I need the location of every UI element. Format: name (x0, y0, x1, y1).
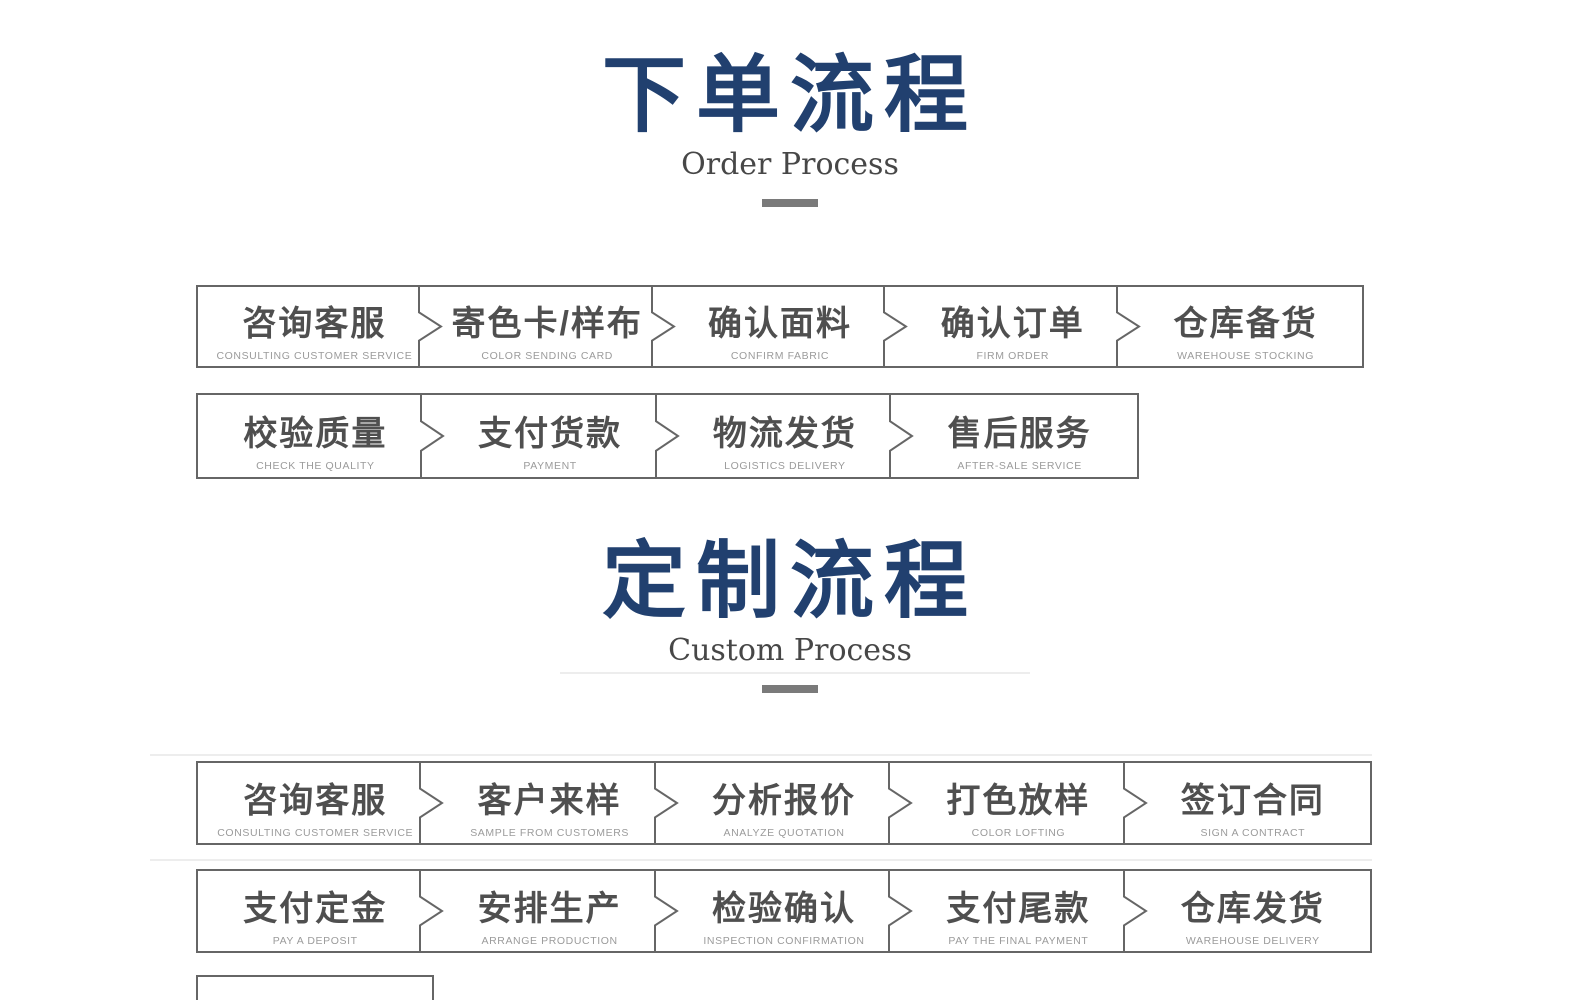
step-label-zh: 安排生产 (477, 889, 622, 928)
process-step: 物流发货 LOGISTICS DELIVERY (668, 395, 903, 477)
step-label-zh: 支付货款 (478, 414, 623, 453)
faint-artifact-line (150, 754, 1372, 756)
step-label-zh: 物流发货 (712, 414, 857, 453)
step-label-en: FIRM ORDER (976, 350, 1050, 362)
step-label-en: INSPECTION CONFIRMATION (703, 934, 865, 947)
step-label-en: CONSULTING CUSTOMER SERVICE (217, 826, 414, 839)
process-step: 安排生产 ARRANGE PRODUCTION (432, 871, 666, 951)
step-label-en: CHECK THE QUALITY (256, 459, 375, 472)
step-label-zh: 检验确认 (712, 889, 857, 928)
custom-section-header: 定制流程 Custom Process (0, 528, 1580, 693)
step-label-en: AFTER-SALE SERVICE (957, 459, 1082, 472)
step-label-en: SAMPLE FROM CUSTOMERS (470, 826, 630, 839)
step-label-zh: 寄色卡/样布 (451, 305, 643, 343)
process-step: 确认订单 FIRM ORDER (896, 287, 1129, 366)
step-label-zh: 仓库备货 (1173, 305, 1318, 343)
step-label-zh: 仓库发货 (1180, 889, 1325, 928)
step-label-zh: 咨询客服 (242, 305, 387, 343)
step-label-zh: 签订合同 (1180, 781, 1325, 820)
title-divider-bar (762, 199, 818, 207)
step-label-zh: 分析报价 (712, 781, 857, 820)
process-step: 售后服务 AFTER-SALE SERVICE (902, 395, 1137, 477)
step-label-en: COLOR SENDING CARD (481, 350, 613, 362)
step-label-en: PAY THE FINAL PAYMENT (948, 934, 1089, 947)
process-step: 支付定金 PAY A DEPOSIT (198, 871, 432, 951)
process-step: 客户来样 SAMPLE FROM CUSTOMERS (432, 763, 666, 843)
step-label-en: WAREHOUSE STOCKING (1177, 350, 1314, 362)
process-step: 检验确认 INSPECTION CONFIRMATION (667, 871, 901, 951)
process-step: 打色放样 COLOR LOFTING (901, 763, 1135, 843)
custom-section-title: 定制流程 (601, 531, 978, 630)
step-label-zh: 校验质量 (243, 414, 388, 453)
step-label-en: CONFIRM FABRIC (730, 350, 830, 362)
step-label-en: LOGISTICS DELIVERY (724, 459, 846, 472)
custom-section-subtitle: Custom Process (668, 633, 912, 668)
step-label-en: SIGN A CONTRACT (1200, 826, 1306, 839)
process-step: 校验质量 CHECK THE QUALITY (198, 395, 433, 477)
process-step: 签订合同 SIGN A CONTRACT (1136, 763, 1370, 843)
process-step: 仓库备货 WAREHOUSE STOCKING (1129, 287, 1362, 366)
faint-artifact-line (560, 672, 1030, 674)
order-section-subtitle: Order Process (681, 147, 899, 182)
step-label-en: PAY A DEPOSIT (272, 934, 358, 947)
order-section-title: 下单流程 (601, 45, 978, 144)
step-label-zh: 支付尾款 (946, 889, 1091, 928)
step-label-zh: 咨询客服 (243, 781, 388, 820)
step-label-zh: 确认订单 (940, 305, 1085, 343)
order-flow-row-1: 咨询客服 CONSULTING CUSTOMER SERVICE 寄色卡/样布 COL… (196, 285, 1364, 368)
process-step: 寄色卡/样布 COLOR SENDING CARD (431, 287, 664, 366)
order-section-header: 下单流程 Order Process (0, 42, 1580, 207)
custom-flow-row-2: 支付定金 PAY A DEPOSIT 安排生产 ARRANGE PRODUCTION 检… (196, 869, 1372, 953)
step-label-zh: 客户来样 (477, 781, 622, 820)
process-step: 支付货款 PAYMENT (433, 395, 668, 477)
step-label-zh: 确认面料 (707, 305, 852, 343)
process-step: 咨询客服 CONSULTING CUSTOMER SERVICE (198, 763, 432, 843)
process-step: 仓库发货 WAREHOUSE DELIVERY (1136, 871, 1370, 951)
step-label-zh: 打色放样 (946, 781, 1091, 820)
step-label-en: WAREHOUSE DELIVERY (1185, 934, 1320, 947)
step-label-zh: 支付定金 (243, 889, 388, 928)
process-step: 确认面料 CONFIRM FABRIC (664, 287, 897, 366)
process-step: 支付尾款 PAY THE FINAL PAYMENT (901, 871, 1135, 951)
step-label-en: ANALYZE QUOTATION (723, 826, 845, 839)
step-label-en: CONSULTING CUSTOMER SERVICE (216, 350, 413, 362)
custom-flow-row-1: 咨询客服 CONSULTING CUSTOMER SERVICE 客户来样 SAMPL… (196, 761, 1372, 845)
title-divider-bar (762, 685, 818, 693)
faint-artifact-line (150, 859, 1372, 861)
step-label-en: COLOR LOFTING (971, 826, 1066, 839)
partial-next-step-box (196, 975, 434, 1000)
step-label-en: PAYMENT (523, 459, 577, 472)
process-step: 咨询客服 CONSULTING CUSTOMER SERVICE (198, 287, 431, 366)
process-step: 分析报价 ANALYZE QUOTATION (667, 763, 901, 843)
step-label-en: ARRANGE PRODUCTION (481, 934, 618, 947)
order-flow-row-2: 校验质量 CHECK THE QUALITY 支付货款 PAYMENT 物流发货 LOGI… (196, 393, 1139, 479)
step-label-zh: 售后服务 (947, 414, 1092, 453)
